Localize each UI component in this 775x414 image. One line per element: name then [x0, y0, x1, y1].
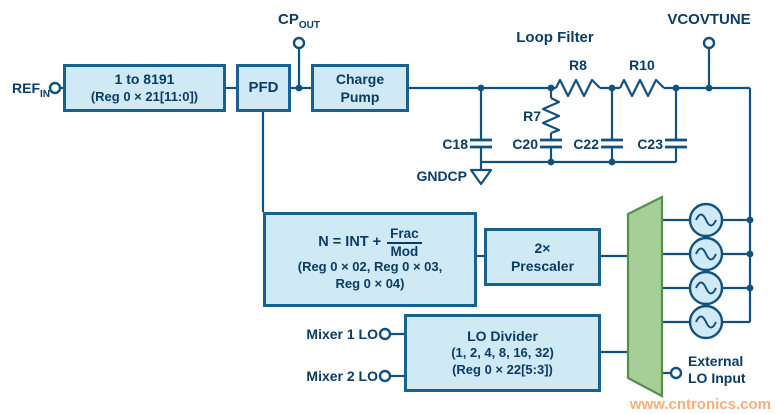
- n-divider-equation: N = INT + Frac Mod: [318, 226, 422, 259]
- ref-divider-reg: (Reg 0 × 21[11:0]): [90, 88, 199, 104]
- mixer2-lo-label: Mixer 2 LO: [306, 368, 378, 384]
- resistor-r10-icon: [619, 78, 665, 98]
- ref-divider-block: 1 to 8191 (Reg 0 × 21[11:0]): [63, 64, 226, 112]
- n-divider-frac-num: Frac: [387, 226, 422, 244]
- cp-out-label: CPOUT: [264, 12, 334, 34]
- n-divider-eq-prefix: N = INT +: [318, 234, 382, 251]
- lo-divider-ratios: (1, 2, 4, 8, 16, 32): [451, 345, 554, 361]
- external-lo-line2: LO Input: [688, 370, 746, 386]
- pfd-label: PFD: [248, 79, 279, 97]
- vco2-oscillator-icon: [688, 236, 724, 272]
- charge-pump-line2: Pump: [340, 89, 380, 105]
- prescaler-line2: Prescaler: [510, 258, 575, 274]
- mixer1-lo-terminal: [378, 327, 392, 341]
- external-lo-terminal: [669, 366, 683, 380]
- vco3-oscillator-icon: [688, 270, 724, 306]
- ref-divider-title: 1 to 8191: [114, 71, 175, 88]
- n-divider-reg2: Reg 0 × 04): [335, 276, 405, 292]
- n-divider-frac-den: Mod: [390, 243, 419, 259]
- cp-out-sub: OUT: [298, 20, 320, 31]
- n-divider-reg1: (Reg 0 × 02, Reg 0 × 03,: [297, 259, 443, 275]
- pfd-block: PFD: [236, 64, 291, 112]
- vcovtune-label: VCOVTUNE: [667, 11, 751, 28]
- watermark: www.cntronics.com: [629, 396, 771, 413]
- capacitor-c18-icon: [470, 88, 492, 162]
- n-divider-block: N = INT + Frac Mod (Reg 0 × 02, Reg 0 × …: [263, 212, 477, 307]
- ref-in-label: REFIN: [2, 80, 50, 103]
- cp-out-text: CP: [278, 11, 299, 28]
- r7-label: R7: [523, 108, 541, 124]
- vcovtune-terminal: [702, 36, 716, 50]
- ref-in-sub: IN: [40, 88, 50, 100]
- vco1-oscillator-icon: [688, 202, 724, 238]
- mixer1-lo-label: Mixer 1 LO: [306, 326, 378, 342]
- gndcp-label: GNDCP: [416, 168, 467, 184]
- ref-in-text: REF: [12, 80, 40, 96]
- lo-divider-title: LO Divider: [467, 328, 538, 345]
- prescaler-block: 2× Prescaler: [484, 228, 601, 286]
- cp-out-terminal: [292, 36, 306, 50]
- ref-in-terminal: [48, 81, 62, 95]
- c18-label: C18: [442, 136, 468, 152]
- c20-label: C20: [512, 136, 538, 152]
- external-lo-line1: External: [688, 353, 744, 369]
- prescaler-line1: 2×: [534, 239, 551, 256]
- c22-label: C22: [573, 136, 599, 152]
- external-lo-label: External LO Input: [688, 353, 772, 387]
- capacitor-c23-icon: [665, 88, 687, 162]
- n-divider-fraction: Frac Mod: [387, 226, 422, 259]
- charge-pump-block: Charge Pump: [311, 64, 409, 112]
- lo-divider-block: LO Divider (1, 2, 4, 8, 16, 32) (Reg 0 ×…: [404, 314, 601, 392]
- loop-filter-title: Loop Filter: [516, 29, 594, 46]
- c23-label: C23: [637, 136, 663, 152]
- lo-mux-shape: [626, 195, 664, 398]
- charge-pump-line1: Charge: [335, 70, 385, 87]
- resistor-r7-icon: [541, 88, 561, 140]
- r8-label: R8: [569, 57, 587, 73]
- resistor-r8-icon: [555, 78, 601, 98]
- junction-dots: [295, 84, 754, 292]
- vco4-oscillator-icon: [688, 304, 724, 340]
- lo-divider-reg: (Reg 0 × 22[5:3]): [452, 362, 553, 378]
- mixer2-lo-terminal: [378, 369, 392, 383]
- capacitor-c22-icon: [601, 88, 623, 162]
- r10-label: R10: [629, 57, 655, 73]
- gndcp-ground-icon: [469, 162, 493, 186]
